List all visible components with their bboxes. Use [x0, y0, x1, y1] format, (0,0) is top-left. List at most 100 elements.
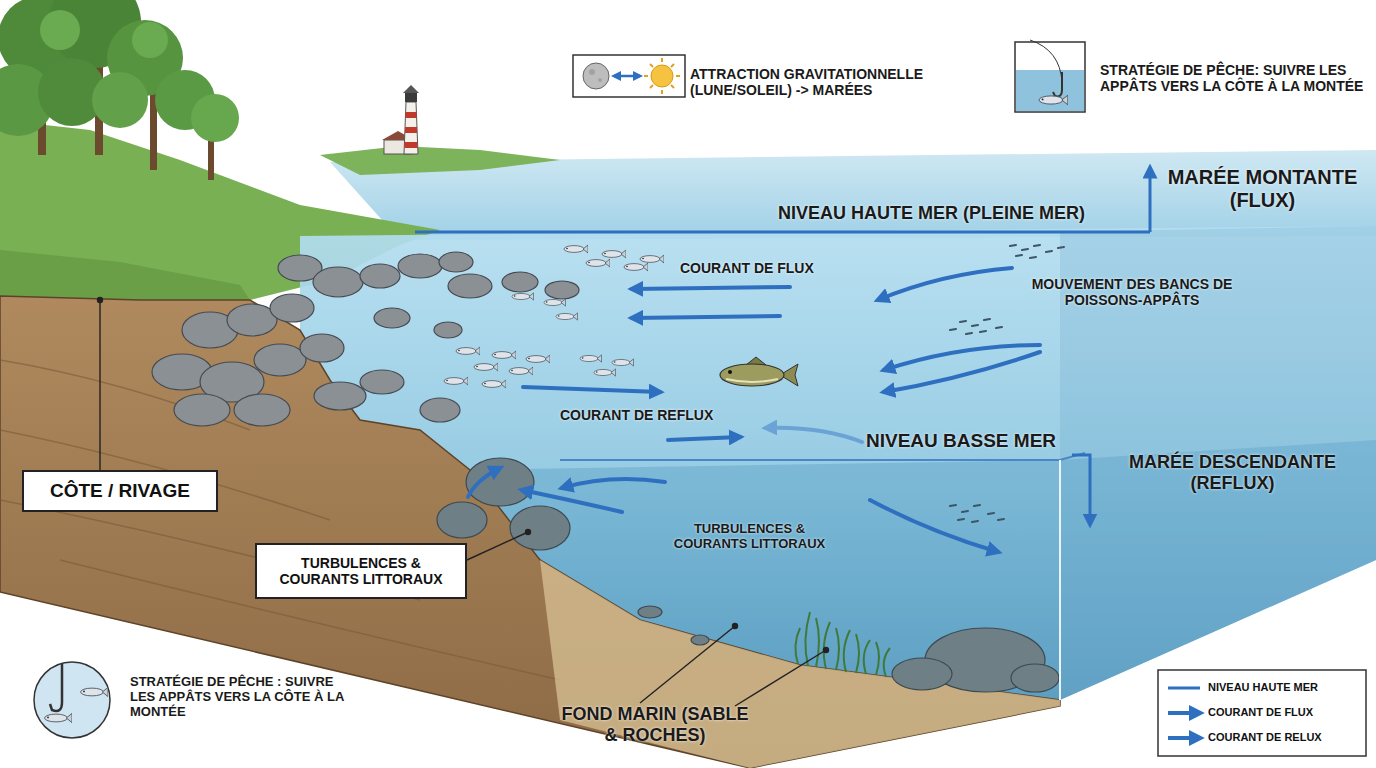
current-arrows: [884, 352, 1040, 392]
distant-fish-schools: [950, 505, 1004, 522]
current-arrows: [766, 428, 862, 442]
lighthouse: [405, 93, 417, 102]
seagrass: [844, 630, 850, 672]
lighthouse: [404, 102, 418, 154]
seagrass: [824, 622, 830, 669]
seagrass: [795, 612, 890, 677]
current-arrows: [632, 316, 780, 318]
seagrass: [836, 628, 839, 670]
current-arrows: [884, 345, 1040, 370]
underwater-rocks: [1011, 664, 1059, 692]
underwater-rocks: [638, 606, 662, 618]
shore-rocks: [374, 308, 410, 328]
bait-fish: [544, 299, 566, 306]
annotation-label: NIVEAU HAUTE MER (PLEINE MER): [778, 203, 1178, 224]
trees: [0, 0, 239, 180]
bait-fish: [580, 355, 602, 362]
legend-line-sample: [1168, 687, 1200, 690]
current-arrows: [468, 468, 500, 497]
gravity-icon: [583, 63, 609, 89]
tide-level-lines: [1059, 460, 1061, 700]
bait-fish: [444, 377, 468, 385]
fishing-strategy-icon: [34, 662, 110, 738]
annotation-label: STRATÉGIE DE PÊCHE: SUIVRE LES APPÂTS VE…: [1100, 62, 1372, 94]
annotation-label: MOUVEMENT DES BANCS DE POISSONS-APPÂTS: [1012, 276, 1252, 308]
bait-fish: [602, 250, 626, 258]
shore-rocks: [434, 322, 462, 338]
underwater-rocks: [691, 635, 709, 645]
shore-rocks: [545, 281, 579, 299]
annotation-label: STRATÉGIE DE PÊCHE : SUIVRE LES APPÂTS V…: [130, 675, 345, 720]
leader-lines: [99, 300, 100, 470]
legend-text: NIVEAU HAUTE MER: [1208, 681, 1318, 693]
gravity-icon: [671, 64, 674, 67]
annotation-label: COURANT DE REFLUX: [560, 407, 750, 423]
trees: [92, 72, 148, 128]
fishing-strategy-icon: [50, 664, 62, 711]
legend-arrow-sample: [1168, 736, 1200, 740]
grass-land: [0, 120, 440, 300]
current-arrows: [878, 268, 1012, 300]
annotation-label: ATTRACTION GRAVITATIONNELLE (LUNE/SOLEIL…: [690, 66, 975, 98]
legend-samples: [1168, 688, 1200, 738]
seagrass: [795, 628, 800, 664]
gravity-icon: [650, 64, 653, 67]
bait-fish: [612, 359, 634, 366]
current-arrows: [562, 479, 665, 488]
annotation-label: MARÉE MONTANTE (FLUX): [1160, 166, 1365, 212]
box-text: CÔTE / RIVAGE: [50, 480, 190, 502]
bait-fish: [474, 363, 498, 371]
shore-rocks: [360, 264, 400, 288]
back-hill: [320, 146, 560, 175]
gravity-icon: [589, 69, 595, 75]
box-text: TURBULENCES & COURANTS LITTORAUX: [263, 555, 459, 587]
shore-rocks: [313, 267, 363, 297]
shore-rocks: [270, 294, 314, 322]
shore-rocks: [254, 344, 306, 376]
seagrass: [856, 634, 859, 673]
distant-fish-schools: [1010, 245, 1064, 258]
legend-box: [1158, 670, 1366, 756]
bait-fish: [482, 380, 506, 388]
underwater-rocks: [892, 658, 952, 690]
earth-section: [0, 296, 1060, 768]
legend-text: COURANT DE RELUX: [1208, 731, 1322, 743]
shore-rocks: [439, 252, 473, 272]
fishing-strategy-icon: [45, 713, 72, 722]
shore-rocks: [174, 394, 230, 426]
predator-fish: [720, 364, 784, 386]
lighthouse: [406, 112, 417, 118]
seagrass: [876, 642, 879, 675]
shore-rocks: [502, 272, 538, 292]
shore-rocks: [314, 382, 366, 410]
current-arrows: [668, 437, 740, 440]
annotation-label: COURANT DE FLUX: [680, 260, 850, 276]
tide-level-lines: [560, 453, 1085, 460]
fishing-icon: [1039, 95, 1068, 105]
current-arrows: [468, 268, 1040, 552]
gravity-icon: [671, 85, 674, 88]
seagrass: [816, 618, 819, 667]
lighthouse: [405, 142, 418, 148]
callout-box: TURBULENCES & COURANTS LITTORAUX: [255, 543, 467, 599]
earth-section: [540, 560, 1060, 768]
trees: [191, 94, 239, 142]
fishing-strategy-icon: [34, 662, 110, 738]
annotation-label: TURBULENCES & COURANTS LITTORAUX: [662, 522, 837, 552]
tide-level-lines: [415, 232, 1150, 700]
bait-fish: [526, 355, 550, 363]
gravity-icon: [650, 85, 653, 88]
gravity-icon: [598, 78, 602, 82]
lighthouse: [403, 85, 419, 93]
bait-fish: [444, 245, 664, 388]
shore-rocks: [300, 334, 344, 362]
gravity-icon: [644, 58, 680, 94]
annotation-label: FOND MARIN (SABLE & ROCHES): [560, 704, 750, 745]
leader-lines: [98, 298, 103, 303]
fishing-strategy-icon: [81, 687, 108, 696]
earth-section: [0, 360, 560, 680]
gravity-icon: [676, 75, 680, 77]
coast-label-box: CÔTE / RIVAGE: [22, 470, 218, 512]
